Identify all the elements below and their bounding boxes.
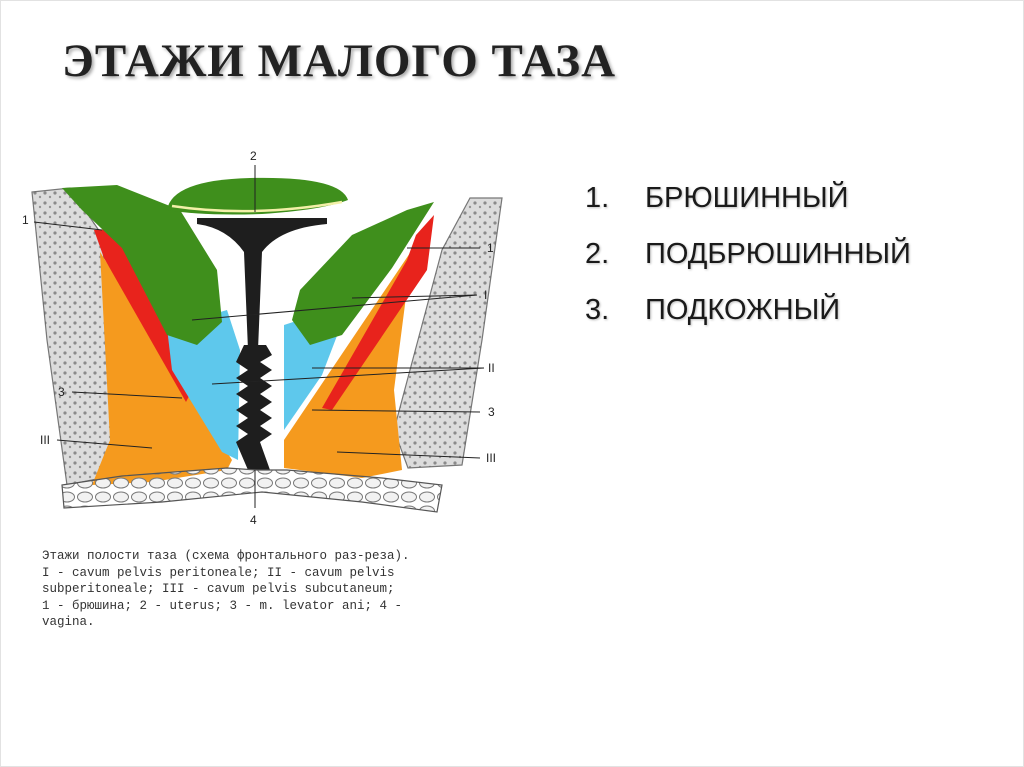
right-peritoneal-space bbox=[292, 202, 434, 345]
label-peritoneum-left: 1 bbox=[22, 213, 29, 227]
level-number: 3. bbox=[585, 294, 610, 326]
level-number: 2. bbox=[585, 238, 610, 270]
label-uterus-number: 2 bbox=[250, 149, 257, 163]
label-subcutaneous-left: III bbox=[40, 433, 50, 447]
slide-title: ЭТАЖИ МАЛОГО ТАЗА bbox=[62, 35, 617, 87]
left-subperitoneal-space bbox=[167, 310, 240, 460]
pelvis-section-diagram: 2 4 1 3 III 1 I II 3 III bbox=[22, 149, 503, 527]
label-peritoneal-level-right: I bbox=[484, 288, 487, 302]
left-bone-texture bbox=[32, 188, 130, 485]
caption-line: vagina. bbox=[42, 615, 95, 629]
label-subcutaneous-right: III bbox=[486, 451, 496, 465]
right-levator-ani bbox=[322, 215, 434, 410]
level-number: 1. bbox=[585, 182, 610, 214]
leader-lines bbox=[33, 165, 485, 508]
label-levator-left: 3 bbox=[58, 385, 65, 399]
label-subperitoneal-level-right: II bbox=[488, 361, 495, 375]
level-label: ПОДКОЖНЫЙ bbox=[645, 294, 841, 326]
bladder-top bbox=[167, 177, 348, 215]
caption-line: Этажи полости таза (схема фронтального р… bbox=[42, 549, 410, 563]
level-item-2: 2. ПОДБРЮШИННЫЙ bbox=[585, 238, 911, 294]
figure-caption: Этажи полости таза (схема фронтального р… bbox=[42, 548, 512, 631]
label-levator-right: 3 bbox=[488, 405, 495, 419]
label-vagina-number: 4 bbox=[250, 513, 257, 527]
left-levator-ani bbox=[94, 228, 192, 402]
level-label: БРЮШИННЫЙ bbox=[645, 182, 849, 214]
perineum-skin bbox=[61, 467, 443, 513]
right-bone-texture bbox=[394, 198, 502, 468]
caption-line: 1 - брюшина; 2 - uterus; 3 - m. levator … bbox=[42, 598, 403, 613]
left-subcutaneous-space bbox=[92, 252, 232, 485]
left-peritoneal-space bbox=[62, 185, 222, 345]
label-peritoneum-right: 1 bbox=[487, 241, 494, 255]
level-item-1: 1. БРЮШИННЫЙ bbox=[585, 182, 911, 238]
caption-line: subperitoneale; III - cavum pelvis subcu… bbox=[42, 582, 395, 596]
uterus bbox=[197, 218, 327, 350]
levels-list: 1. БРЮШИННЫЙ 2. ПОДБРЮШИННЫЙ 3. ПОДКОЖНЫЙ bbox=[585, 182, 911, 350]
level-item-3: 3. ПОДКОЖНЫЙ bbox=[585, 294, 911, 350]
level-label: ПОДБРЮШИННЫЙ bbox=[645, 238, 911, 270]
vagina bbox=[236, 345, 272, 470]
caption-line: I - cavum pelvis peritoneale; II - cavum… bbox=[42, 565, 395, 580]
